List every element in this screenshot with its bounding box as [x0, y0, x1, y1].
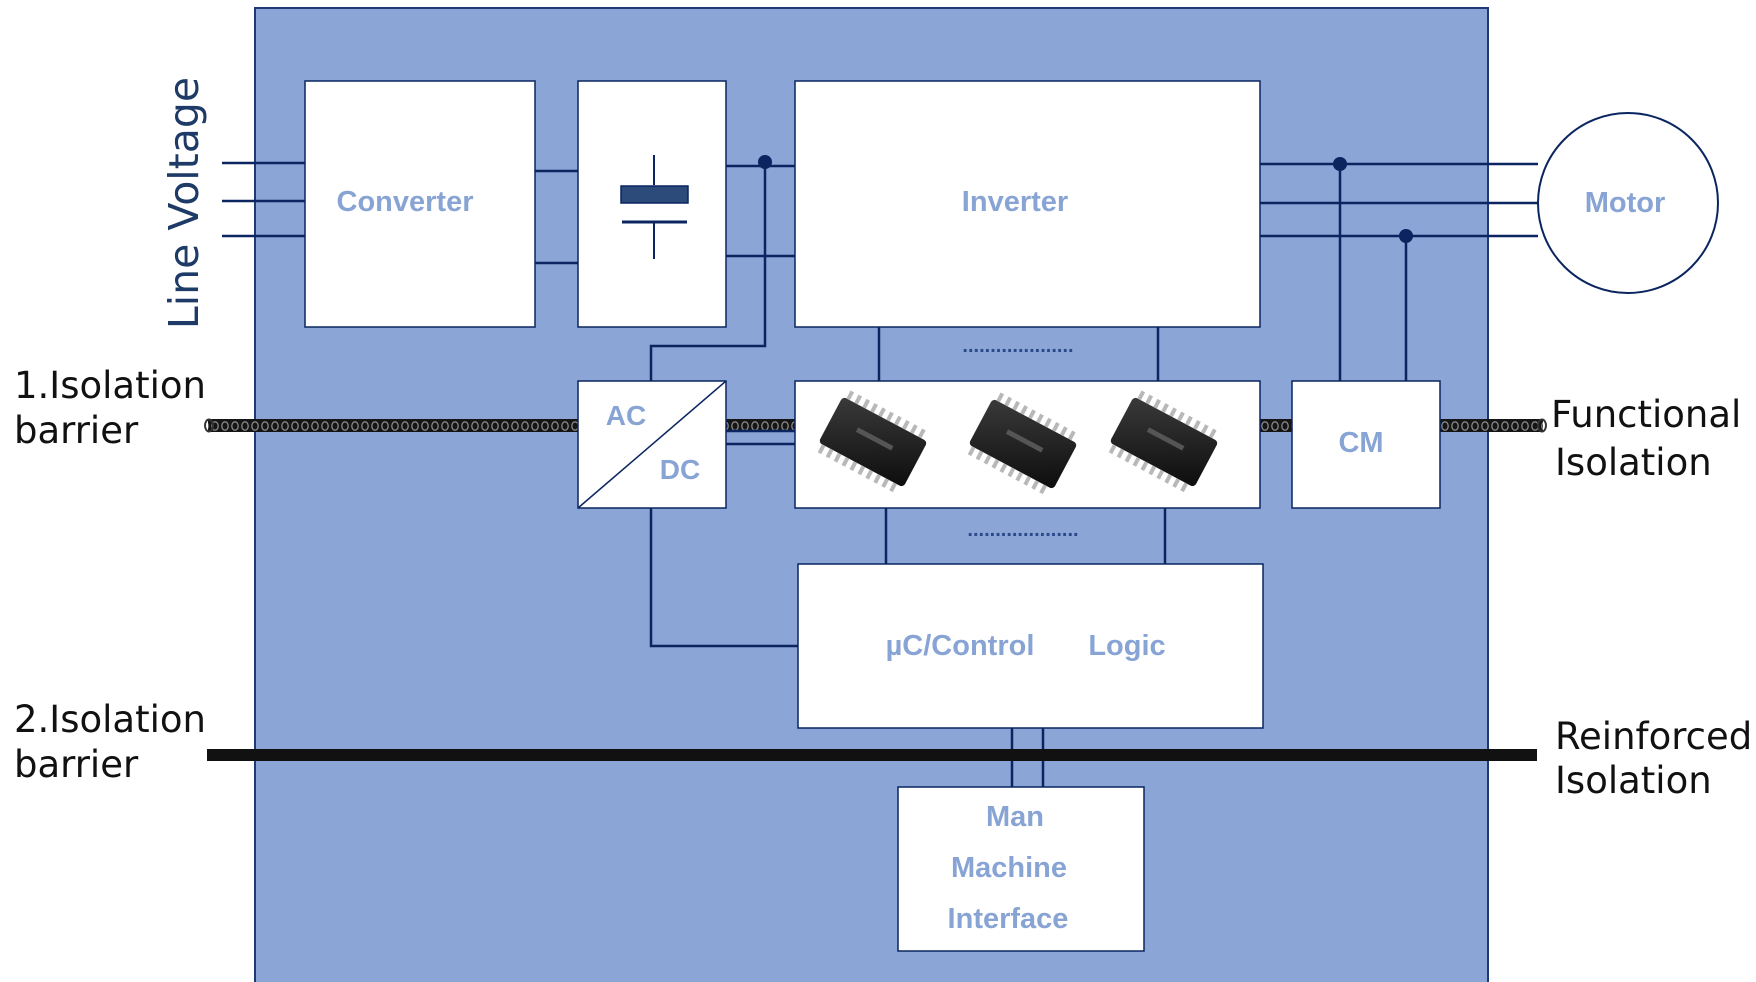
motor: Motor: [1537, 112, 1719, 294]
reinforced-isolation-label-line1: Reinforced: [1555, 715, 1752, 758]
inverter-block: Inverter: [794, 80, 1261, 328]
inverter-label: Inverter: [962, 186, 1068, 218]
mmi-label-line3: Interface: [948, 903, 1069, 935]
control-uc-label: µC/Control: [886, 630, 1035, 662]
mmi-label-line2: Machine: [951, 852, 1067, 884]
isolation-barrier-1-label-line2: barrier: [14, 409, 139, 452]
isolation-barrier-2-label-line2: barrier: [14, 743, 139, 786]
isolation-barrier-2-label-line1: 2.Isolation: [14, 698, 206, 741]
control-logic-block: µC/Control Logic: [797, 563, 1264, 729]
isolation-barrier-2-bar: [207, 749, 1537, 761]
functional-isolation-label-line2: Isolation: [1555, 441, 1712, 484]
cm-block: CM: [1291, 380, 1441, 509]
ac-dc-block: AC DC: [577, 380, 727, 509]
reinforced-isolation-label-line2: Isolation: [1555, 759, 1712, 802]
cm-label: CM: [1338, 427, 1383, 459]
converter-block: Converter: [304, 80, 536, 328]
line-voltage-label: Line Voltage: [160, 77, 208, 329]
dc-label: DC: [660, 454, 700, 485]
driver-control-dots: ....................: [967, 519, 1078, 541]
ic-chip-icon: [817, 390, 927, 493]
mmi-block: Man Machine Interface: [897, 786, 1145, 952]
ac-label: AC: [606, 400, 646, 431]
control-logic-label: Logic: [1088, 630, 1165, 662]
converter-label: Converter: [337, 186, 474, 218]
mmi-label-line1: Man: [986, 801, 1044, 833]
ic-chip-icon: [1108, 390, 1218, 493]
motor-label: Motor: [1585, 187, 1666, 219]
ic-chip-icon: [967, 392, 1077, 495]
isolation-barrier-1-label-line1: 1.Isolation: [14, 364, 206, 407]
inverter-driver-dots: ....................: [962, 335, 1073, 357]
functional-isolation-label-line1: Functional: [1551, 393, 1741, 436]
ac-dc-divider: [577, 380, 727, 509]
gate-driver-block: [794, 380, 1261, 509]
capacitor-icon: [620, 155, 689, 259]
line-voltage-wires: [222, 161, 305, 238]
junction-dots: [758, 155, 1413, 243]
dc-link-block: [577, 80, 727, 328]
